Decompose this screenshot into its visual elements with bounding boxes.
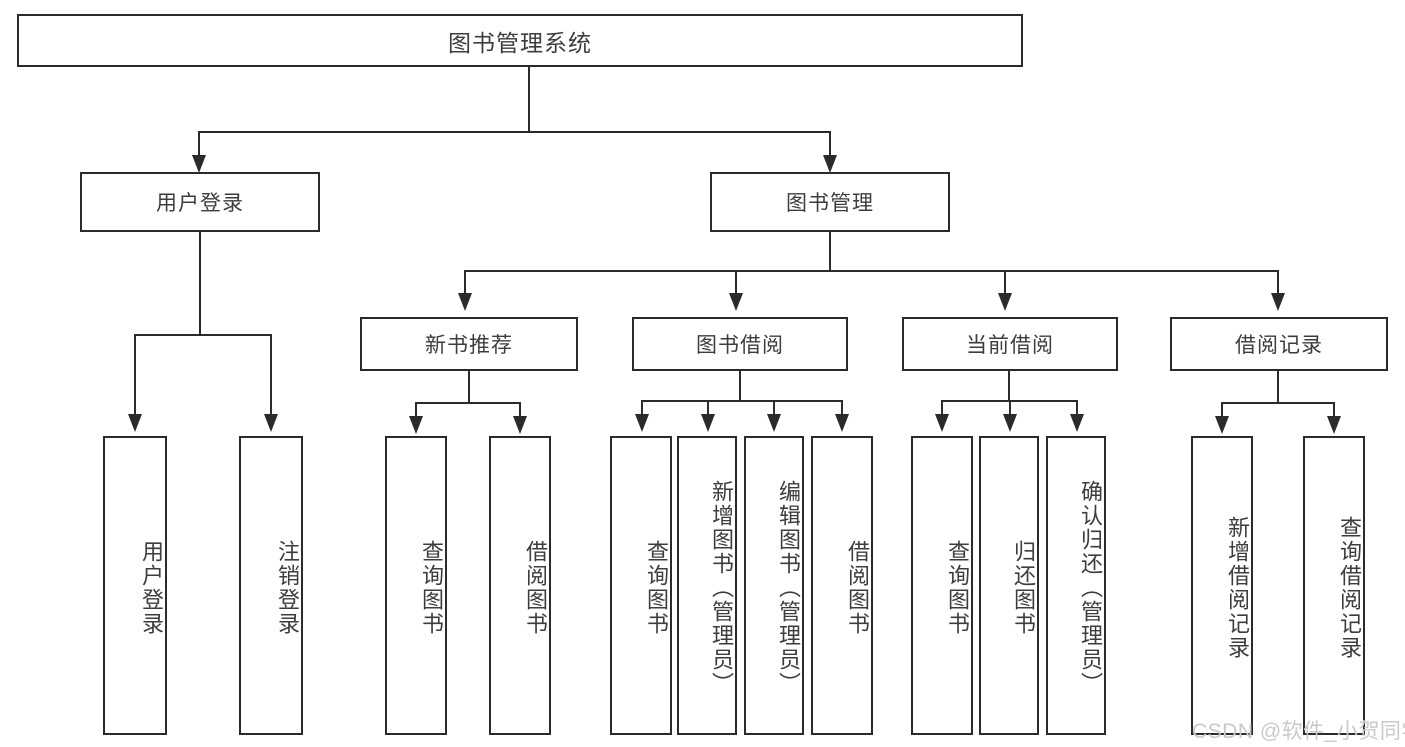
arrowhead-root-to-user-login bbox=[192, 155, 206, 173]
connector-root-to-book-management bbox=[829, 131, 831, 159]
arrowhead-bm-to-new-book bbox=[458, 293, 472, 311]
node-label: 查询图书 bbox=[419, 539, 444, 636]
arrowhead-new-book-leaf-2 bbox=[513, 416, 527, 434]
node-label: 新增借阅记录 bbox=[1225, 515, 1250, 660]
leaf-query-book-current[interactable]: 查询图书 bbox=[911, 436, 973, 735]
leaf-confirm-return-admin[interactable]: 确认归还（管理员） bbox=[1046, 436, 1106, 735]
connector-root-stem bbox=[528, 67, 530, 133]
leaf-query-book-recommend[interactable]: 查询图书 bbox=[385, 436, 447, 735]
node-label: 图书借阅 bbox=[696, 334, 784, 357]
node-label: 借阅记录 bbox=[1235, 334, 1323, 357]
arrowhead-bb-leaf-3 bbox=[767, 414, 781, 432]
node-label: 确认归还（管理员） bbox=[1078, 479, 1103, 696]
connector-user-login-to-leaf-1 bbox=[134, 334, 136, 418]
node-label: 新书推荐 bbox=[425, 334, 513, 357]
node-label: 查询图书 bbox=[945, 539, 970, 636]
arrowhead-bb-leaf-1 bbox=[635, 414, 649, 432]
arrowhead-bm-to-current-borrow bbox=[998, 293, 1012, 311]
leaf-borrow-book-recommend[interactable]: 借阅图书 bbox=[489, 436, 551, 735]
arrowhead-br-leaf-2 bbox=[1327, 416, 1341, 434]
arrowhead-cb-leaf-1 bbox=[935, 414, 949, 432]
leaf-borrow-book[interactable]: 借阅图书 bbox=[811, 436, 873, 735]
connector-book-management-stem bbox=[829, 232, 831, 272]
arrowhead-cb-leaf-3 bbox=[1070, 414, 1084, 432]
connector-bm-to-book-borrow bbox=[735, 270, 737, 297]
connector-bb-to-leaf-1 bbox=[641, 400, 643, 416]
arrowhead-user-login-leaf-1 bbox=[128, 414, 142, 432]
node-label: 注销登录 bbox=[275, 539, 300, 636]
connector-cb-to-leaf-1 bbox=[941, 400, 943, 416]
arrowhead-bm-to-book-borrow bbox=[729, 293, 743, 311]
connector-root-to-user-login bbox=[198, 131, 200, 159]
csdn-watermark: CSDN @软件_小贺同学 bbox=[1192, 720, 1405, 743]
arrowhead-br-leaf-1 bbox=[1215, 416, 1229, 434]
connector-borrow-record-bus bbox=[1221, 402, 1335, 404]
arrowhead-bb-leaf-4 bbox=[835, 414, 849, 432]
connector-user-login-bus bbox=[134, 334, 272, 336]
node-label: 查询借阅记录 bbox=[1337, 515, 1362, 660]
arrowhead-new-book-leaf-1 bbox=[409, 416, 423, 434]
node-book-borrow[interactable]: 图书借阅 bbox=[632, 317, 848, 371]
node-label: 查询图书 bbox=[644, 539, 669, 636]
arrowhead-root-to-book-management bbox=[823, 155, 837, 173]
connector-user-login-to-leaf-2 bbox=[270, 334, 272, 418]
leaf-logout-login[interactable]: 注销登录 bbox=[239, 436, 303, 735]
connector-root-bus bbox=[198, 131, 830, 133]
connector-book-borrow-bus bbox=[641, 400, 843, 402]
node-label: 用户登录 bbox=[139, 539, 164, 636]
node-borrow-record[interactable]: 借阅记录 bbox=[1170, 317, 1388, 371]
leaf-query-book-borrow[interactable]: 查询图书 bbox=[610, 436, 672, 735]
connector-bm-to-new-book bbox=[464, 270, 466, 297]
connector-bm-to-current-borrow bbox=[1004, 270, 1006, 297]
connector-borrow-record-stem bbox=[1277, 371, 1279, 404]
node-label: 新增图书（管理员） bbox=[709, 479, 734, 696]
connector-br-to-leaf-1 bbox=[1221, 402, 1223, 420]
node-current-borrow[interactable]: 当前借阅 bbox=[902, 317, 1118, 371]
connector-user-login-stem bbox=[199, 232, 201, 336]
leaf-edit-book-admin[interactable]: 编辑图书（管理员） bbox=[744, 436, 804, 735]
connector-new-book-to-leaf-2 bbox=[519, 402, 521, 420]
connector-bm-to-borrow-record bbox=[1277, 270, 1279, 297]
leaf-user-login[interactable]: 用户登录 bbox=[103, 436, 167, 735]
connector-current-borrow-stem bbox=[1008, 371, 1010, 402]
connector-book-borrow-stem bbox=[739, 371, 741, 402]
node-label: 借阅图书 bbox=[523, 539, 548, 636]
node-label: 图书管理系统 bbox=[448, 29, 592, 56]
node-root-book-management-system[interactable]: 图书管理系统 bbox=[17, 14, 1023, 67]
connector-bb-to-leaf-2 bbox=[707, 400, 709, 416]
connector-new-book-stem bbox=[468, 371, 470, 404]
arrowhead-user-login-leaf-2 bbox=[264, 414, 278, 432]
node-label: 图书管理 bbox=[786, 192, 874, 215]
leaf-query-borrow-record[interactable]: 查询借阅记录 bbox=[1303, 436, 1365, 735]
connector-book-management-bus bbox=[464, 270, 1278, 272]
node-label: 当前借阅 bbox=[966, 334, 1054, 357]
leaf-add-borrow-record[interactable]: 新增借阅记录 bbox=[1191, 436, 1253, 735]
arrowhead-bb-leaf-2 bbox=[701, 414, 715, 432]
node-book-management[interactable]: 图书管理 bbox=[710, 172, 950, 232]
connector-cb-to-leaf-2 bbox=[1009, 400, 1011, 416]
node-user-login[interactable]: 用户登录 bbox=[80, 172, 320, 232]
connector-br-to-leaf-2 bbox=[1333, 402, 1335, 420]
connector-new-book-bus bbox=[415, 402, 521, 404]
node-label: 编辑图书（管理员） bbox=[776, 479, 801, 696]
arrowhead-bm-to-borrow-record bbox=[1271, 293, 1285, 311]
node-new-book-recommend[interactable]: 新书推荐 bbox=[360, 317, 578, 371]
connector-bb-to-leaf-4 bbox=[841, 400, 843, 416]
node-label: 归还图书 bbox=[1011, 539, 1036, 636]
leaf-add-book-admin[interactable]: 新增图书（管理员） bbox=[677, 436, 737, 735]
connector-bb-to-leaf-3 bbox=[773, 400, 775, 416]
node-label: 借阅图书 bbox=[845, 539, 870, 636]
arrowhead-cb-leaf-2 bbox=[1003, 414, 1017, 432]
connector-new-book-to-leaf-1 bbox=[415, 402, 417, 420]
leaf-return-book[interactable]: 归还图书 bbox=[979, 436, 1039, 735]
node-label: 用户登录 bbox=[156, 192, 244, 215]
connector-cb-to-leaf-3 bbox=[1076, 400, 1078, 416]
